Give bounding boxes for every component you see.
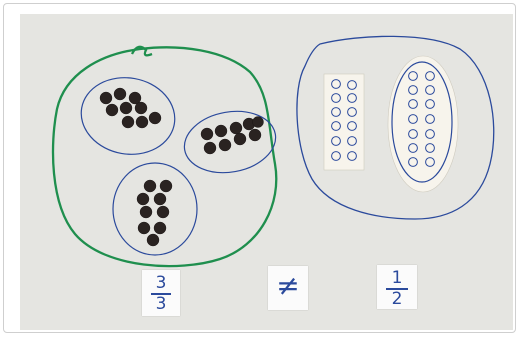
fraction-bar <box>386 288 408 290</box>
right-loop <box>296 35 495 220</box>
fraction-denominator: 2 <box>391 289 403 309</box>
photo-frame: 3 3 ≠ 1 2 <box>3 3 516 333</box>
paper-buttons-strip <box>331 79 357 161</box>
fraction-card-left: 3 3 <box>142 270 180 316</box>
group-ellipse-2 <box>183 110 277 174</box>
symbol-card: ≠ <box>268 266 308 310</box>
group-ellipse-3 <box>112 162 198 256</box>
string-knot <box>130 45 153 57</box>
buttons-group-2 <box>200 116 264 155</box>
paper-strip <box>323 73 365 171</box>
not-equal-symbol: ≠ <box>276 269 300 302</box>
fraction-numerator: 1 <box>391 268 403 288</box>
green-string-loop <box>51 46 278 268</box>
fraction-card-right: 1 2 <box>377 265 417 309</box>
paper-buttons-oval <box>408 71 435 167</box>
group-ellipse-1 <box>80 77 176 155</box>
fraction-bar <box>151 293 171 295</box>
photo: 3 3 ≠ 1 2 <box>20 14 513 330</box>
fraction-numerator: 3 <box>155 273 167 293</box>
buttons-group-1 <box>99 87 162 129</box>
paper-oval <box>387 55 459 193</box>
fraction-denominator: 3 <box>155 294 167 314</box>
buttons-group-3 <box>136 179 173 247</box>
inner-blue-oval <box>391 61 453 183</box>
scene <box>51 35 495 268</box>
